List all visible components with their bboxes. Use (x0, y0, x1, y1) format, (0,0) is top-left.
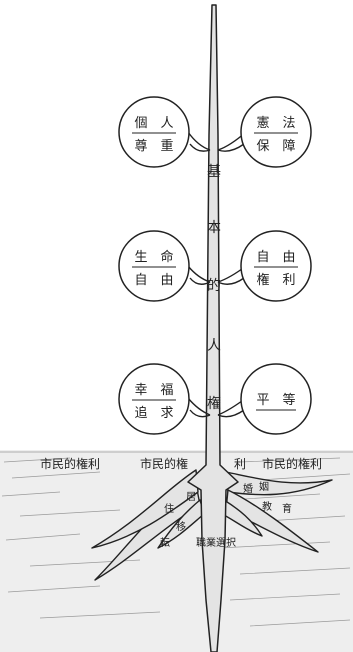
root-label: 転 (160, 537, 170, 549)
band-label: 市民的権 (140, 456, 188, 471)
ground-band-labels: 市民的権利 市民的権 利 市民的権利 (40, 456, 322, 471)
node-line1: 生 命 (134, 249, 173, 265)
root-label: 教 (262, 500, 272, 513)
root-label: 居 (186, 491, 196, 503)
trunk-char: 権 (207, 395, 221, 412)
node-line1: 個 人 (134, 116, 173, 131)
node-seimei: 生 命 自 由 (118, 230, 190, 302)
root-label: 移 (176, 520, 186, 533)
node-line1: 幸 福 (134, 383, 173, 398)
node-line1: 平 等 (256, 392, 295, 408)
node-line1: 憲 法 (256, 115, 295, 131)
root-label: 育 (282, 502, 292, 515)
root-label: 婚 (243, 482, 253, 495)
root-system (91, 469, 333, 581)
band-label: 市民的権利 (40, 456, 100, 471)
root-labels: 住 居 移 転 婚 姻 教 育 職業選択 (160, 480, 292, 549)
trunk-char: 的 (207, 278, 221, 294)
trunk-char: 基 (207, 163, 221, 180)
node-kojin: 個 人 尊 重 (118, 96, 190, 168)
node-line2: 権 利 (256, 272, 295, 288)
band-label: 市民的権利 (262, 456, 322, 471)
root-label: 住 (164, 502, 174, 515)
soil-texture (0, 451, 353, 627)
trunk (187, 4, 239, 652)
node-byodo: 平 等 (240, 363, 312, 435)
band-label: 利 (234, 457, 246, 471)
node-line2: 追 求 (134, 405, 173, 421)
node-line1: 自 由 (256, 250, 295, 265)
trunk-char: 人 (207, 338, 221, 354)
node-line2: 自 由 (134, 273, 173, 288)
root-right-upper (225, 471, 333, 496)
node-line2: 尊 重 (134, 138, 173, 154)
root-left-mid (157, 499, 205, 549)
node-jiyu: 自 由 権 利 (240, 230, 312, 302)
node-kenpo: 憲 法 保 障 (240, 96, 312, 168)
node-line2: 保 障 (256, 139, 295, 154)
trunk-char: 本 (207, 220, 221, 236)
trunk-label: 基 本 的 人 権 (207, 163, 221, 412)
root-label: 姻 (259, 480, 269, 493)
root-left-upper (91, 469, 199, 549)
root-label: 職業選択 (196, 536, 236, 549)
node-kofuku: 幸 福 追 求 (118, 363, 190, 435)
root-right-mid (221, 499, 263, 537)
ground-area (0, 450, 353, 652)
